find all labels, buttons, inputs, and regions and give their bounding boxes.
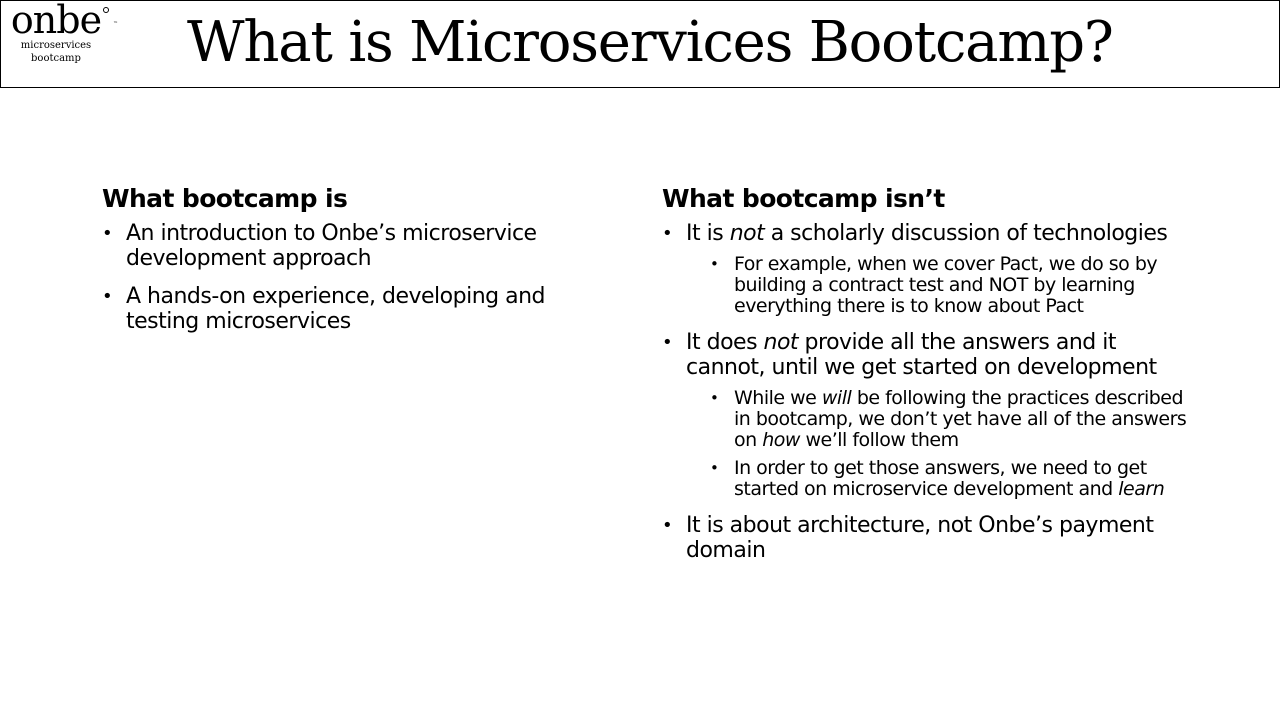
left-bullet-2: A hands-on experience, developing and te… <box>102 284 602 334</box>
logo-subtitle-line2: bootcamp <box>31 53 81 64</box>
logo-subtitle-line1: microservices <box>20 40 92 51</box>
right-bullet-1-sublist: For example, when we cover Pact, we do s… <box>710 254 1192 317</box>
left-heading: What bootcamp is <box>102 184 348 213</box>
right-bullet-2-sub-1: While we will be following the practices… <box>710 388 1192 451</box>
right-column: What bootcamp isn’t It is not a scholarl… <box>662 182 1192 576</box>
logo-word-text: onbe <box>10 0 102 42</box>
right-bullet-1-sub-1: For example, when we cover Pact, we do s… <box>710 254 1192 317</box>
right-bullet-1: It is not a scholarly discussion of tech… <box>662 221 1192 317</box>
slide-title: What is Microservices Bootcamp? <box>187 10 1114 75</box>
right-bullet-list: It is not a scholarly discussion of tech… <box>662 221 1192 563</box>
left-bullet-1: An introduction to Onbe’s microservice d… <box>102 221 602 271</box>
logo-trademark: ™ <box>113 21 118 27</box>
right-bullet-2-sublist: While we will be following the practices… <box>710 388 1192 500</box>
onbe-logo: onbe ™ microservices bootcamp <box>4 0 118 71</box>
right-bullet-3: It is about architecture, not Onbe’s pay… <box>662 513 1192 563</box>
title-bar: onbe ™ microservices bootcamp What is Mi… <box>0 0 1280 88</box>
left-column: What bootcamp is An introduction to Onbe… <box>102 182 602 347</box>
right-heading: What bootcamp isn’t <box>662 184 945 213</box>
logo-wordmark: onbe ™ <box>10 0 118 42</box>
logo-circle-mark <box>103 7 110 13</box>
right-bullet-2: It does not provide all the answers and … <box>662 330 1192 500</box>
right-bullet-2-sub-2: In order to get those answers, we need t… <box>710 458 1192 500</box>
left-bullet-list: An introduction to Onbe’s microservice d… <box>102 221 602 334</box>
